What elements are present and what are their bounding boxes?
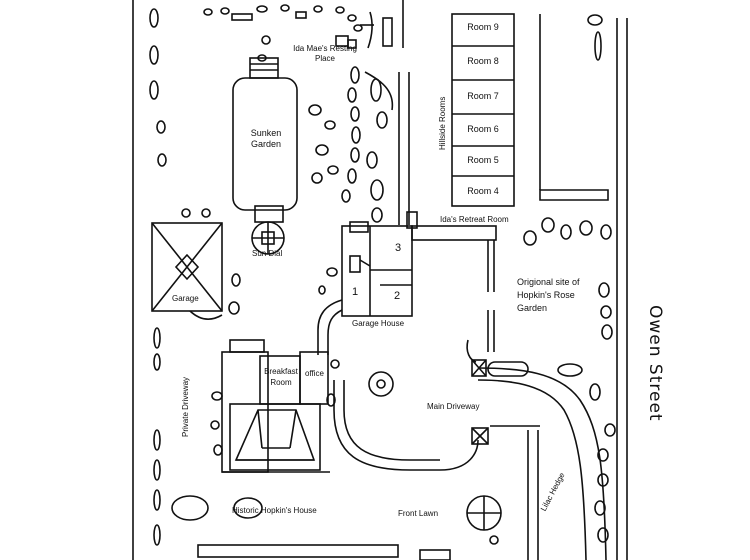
breakfast-room-label: Breakfast Room: [264, 367, 298, 387]
front-lawn-label: Front Lawn: [398, 509, 439, 518]
room-9-label: Room 9: [467, 22, 499, 32]
garage-label: Garage: [172, 294, 199, 303]
garden-path-ovals: [257, 54, 394, 223]
office-label: office: [305, 369, 324, 378]
room-4-label: Room 4: [467, 186, 499, 196]
resting-place: [335, 11, 374, 49]
room-5-label: Room 5: [467, 155, 499, 165]
garage-house-room-1: 1: [352, 286, 359, 298]
historic-house-label: Historic Hopkin's House: [232, 506, 317, 515]
garage-building: [151, 208, 241, 320]
garage-house-room-3: 3: [395, 242, 402, 254]
hillside-rooms: [451, 13, 515, 207]
rose-garden-label: Origional site of Hopkin's Rose Garden: [517, 277, 580, 313]
room-6-label: Room 6: [467, 124, 499, 134]
sun-dial-label: Sun Dial: [252, 249, 283, 258]
idas-retreat-room-label: Ida's Retreat Room: [440, 215, 509, 224]
garage-house-room-2: 2: [394, 290, 401, 302]
sunken-garden-label: Sunken Garden: [250, 128, 282, 149]
parking-strip: [539, 14, 609, 201]
main-driveway: [333, 367, 607, 560]
main-driveway-label: Main Driveway: [427, 402, 480, 411]
garden-pergola: [466, 339, 583, 377]
room-7-label: Room 7: [467, 91, 499, 101]
retreat-room: [411, 225, 497, 352]
west-hedge: [149, 8, 167, 546]
idas-resting-place-label: Ida Mae's Resting Place: [293, 44, 357, 63]
top-garden-path: [203, 4, 363, 45]
sunken-garden: [232, 57, 298, 211]
bottom-wall: [197, 544, 451, 560]
garage-house-label: Garage House: [352, 319, 405, 328]
front-lawn-feature: [466, 495, 502, 545]
garage-house-building: [341, 221, 413, 317]
lilac-hedge: [471, 425, 540, 560]
owen-street-label: Owen Street: [645, 305, 665, 422]
center-walkway: [382, 0, 418, 229]
connector-path: [317, 267, 343, 355]
hillside-rooms-label: Hillside Rooms: [438, 96, 447, 150]
room-8-label: Room 8: [467, 56, 499, 66]
rose-garden-shrubs: [523, 217, 616, 543]
sun-dial: [251, 205, 285, 255]
private-driveway-label: Private Driveway: [181, 376, 190, 437]
historic-house: [171, 339, 340, 521]
